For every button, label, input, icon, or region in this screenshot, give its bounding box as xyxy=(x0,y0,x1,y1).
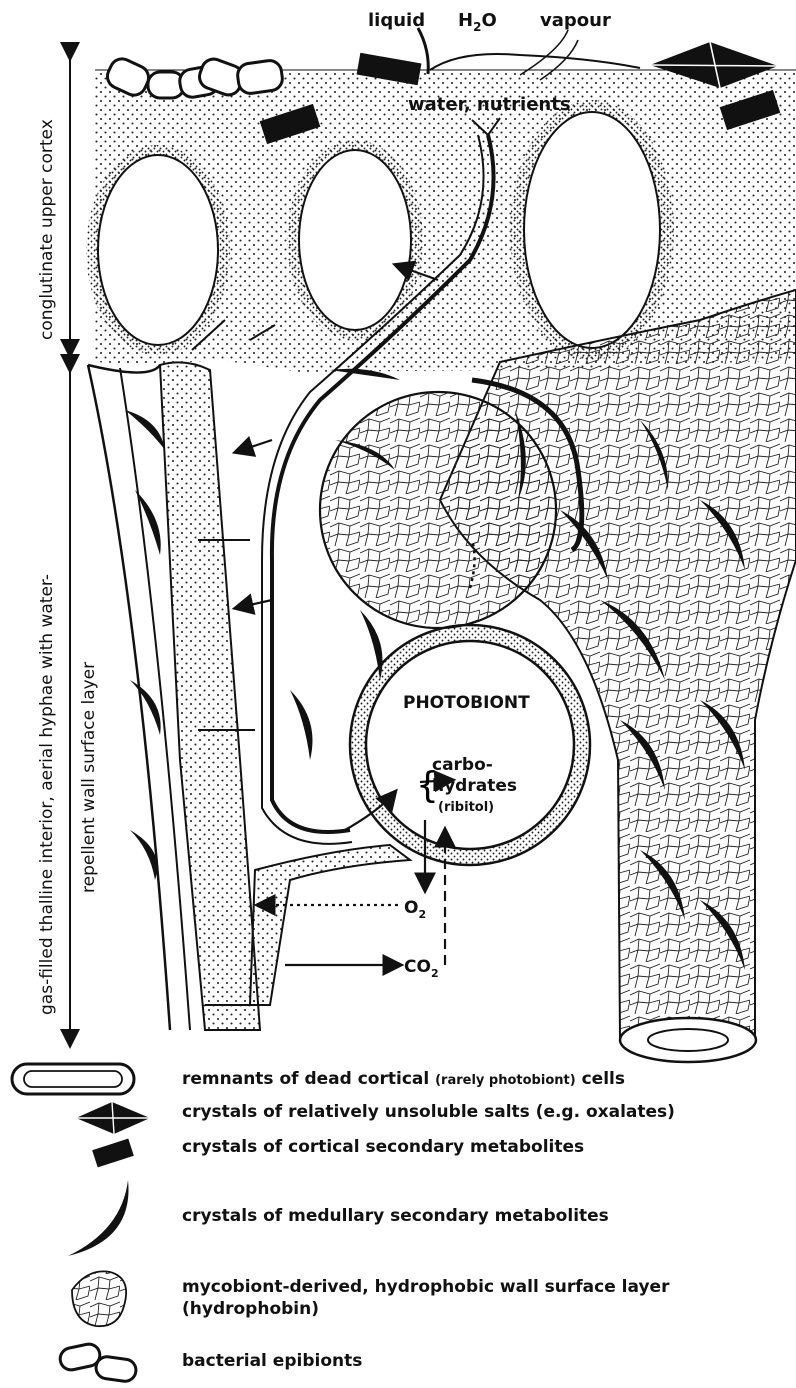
photobiont-cell xyxy=(350,625,590,865)
lower-hypha xyxy=(250,845,410,1005)
vapour-label: vapour xyxy=(540,10,611,31)
aerial-hypha-left xyxy=(88,320,275,1030)
hydrophobin-icon xyxy=(72,1271,126,1326)
interior-label-line1: gas-filled thalline interior, aerial hyp… xyxy=(37,574,57,1015)
legend-text-bacteria: bacterial epibionts xyxy=(182,1350,362,1372)
cortex-air-chamber xyxy=(86,145,230,355)
cortex-label: conglutinate upper cortex xyxy=(37,119,57,340)
legend-text-oxalates: crystals of relatively unsoluble salts (… xyxy=(182,1101,675,1123)
legend-text-dead-cells: remnants of dead cortical (rarely photob… xyxy=(182,1068,625,1092)
h2o-label: H2O xyxy=(458,10,497,34)
medullary-crystal-icon xyxy=(68,1180,129,1256)
dead-cell-remnant-icon xyxy=(12,1064,134,1094)
carbo-label-1: carbo- xyxy=(432,755,493,775)
cortical-crystal-icon xyxy=(92,1139,134,1168)
carbo-label-2: hydrates xyxy=(432,776,517,796)
liquid-label: liquid xyxy=(368,10,425,31)
ribitol-label: (ribitol) xyxy=(438,800,494,815)
photobiont-label: PHOTOBIONT xyxy=(403,693,530,713)
o2-label: O2 xyxy=(404,898,426,921)
legend-text-hydrophobin: mycobiont-derived, hydrophobic wall surf… xyxy=(182,1276,669,1320)
legend-text-medullary-metabolites: crystals of medullary secondary metaboli… xyxy=(182,1205,609,1227)
interior-label-line2: repellent wall surface layer xyxy=(79,662,99,893)
oxalate-crystal-icon xyxy=(76,1102,150,1134)
co2-label: CO2 xyxy=(404,957,439,980)
dead-cell-remnants xyxy=(104,55,284,99)
bacteria-icon xyxy=(58,1342,137,1383)
water-nutrients-label: water, nutrients xyxy=(408,94,571,115)
legend-text-cortical-metabolites: crystals of cortical secondary metabolit… xyxy=(182,1136,584,1158)
cortex-air-chamber xyxy=(510,100,674,360)
